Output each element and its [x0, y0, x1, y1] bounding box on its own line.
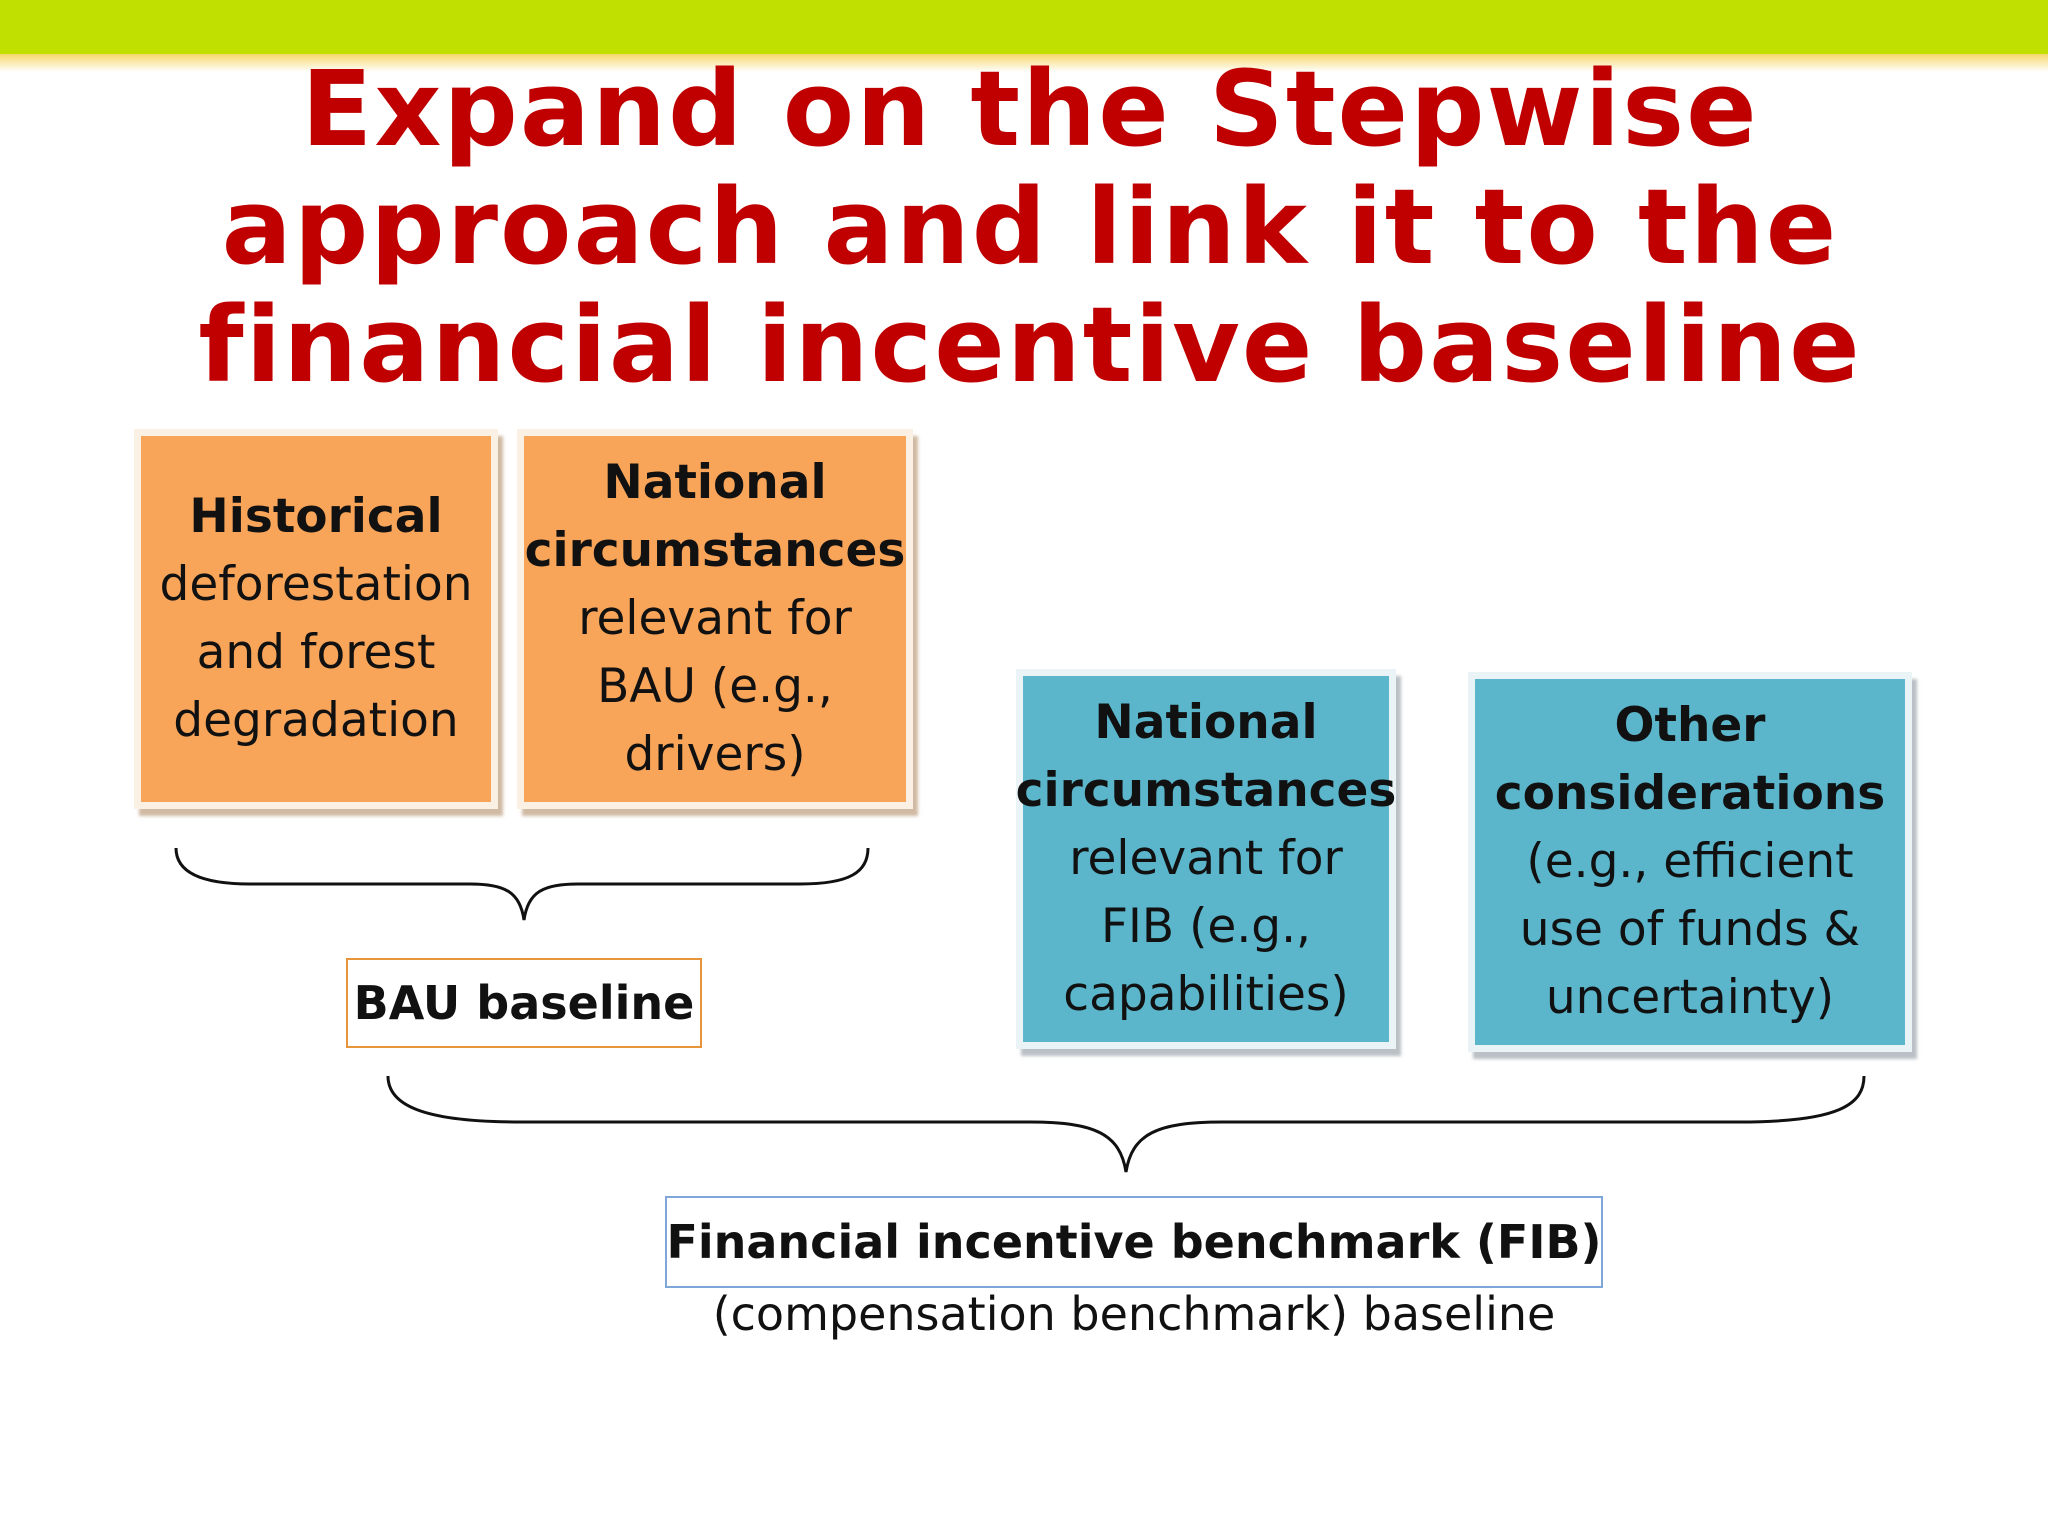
fib-brace — [386, 1075, 1866, 1173]
bau-baseline-label: BAU baseline — [346, 958, 702, 1048]
box-text: (e.g., efficient — [1526, 834, 1854, 889]
slide-title-line-2: approach and link it to the — [221, 166, 1839, 288]
box-heading: Other — [1614, 698, 1766, 753]
fib-baseline-frame — [665, 1196, 1603, 1288]
box-heading: National — [1094, 695, 1318, 750]
bau-brace — [174, 847, 870, 921]
box-text: degradation — [173, 693, 459, 748]
box-heading: considerations — [1494, 766, 1886, 821]
box-text: use of funds & — [1519, 902, 1861, 957]
box-text: relevant for — [578, 591, 852, 646]
fib-baseline-subtitle: (compensation benchmark) baseline — [712, 1287, 1556, 1341]
slide-title: Expand on the Stepwise approach and link… — [80, 50, 1980, 404]
box-heading: circumstances — [1015, 763, 1397, 818]
box-heading: circumstances — [524, 523, 906, 578]
other-considerations-box: Other considerations (e.g., efficient us… — [1468, 672, 1912, 1052]
box-text: drivers) — [624, 727, 806, 782]
box-text: FIB (e.g., — [1101, 899, 1311, 954]
slide-title-line-1: Expand on the Stepwise — [301, 48, 1759, 170]
national-circumstances-fib-box: National circumstances relevant for FIB … — [1016, 669, 1396, 1049]
box-text: and forest — [196, 625, 436, 680]
national-circumstances-bau-box: National circumstances relevant for BAU … — [517, 429, 913, 809]
fib-baseline-title: Financial incentive benchmark (FIB) — [666, 1215, 1602, 1269]
top-accent-bar-shadow — [0, 54, 2048, 72]
box-heading: Historical — [189, 489, 443, 544]
box-text: capabilities) — [1063, 967, 1349, 1022]
box-text: deforestation — [159, 557, 473, 612]
box-text: relevant for — [1069, 831, 1343, 886]
historical-deforestation-box: Historical deforestation and forest degr… — [134, 429, 498, 809]
box-text: BAU (e.g., — [597, 659, 833, 714]
box-heading: National — [603, 455, 827, 510]
box-text: uncertainty) — [1545, 970, 1835, 1025]
slide-title-line-3: financial incentive baseline — [198, 284, 1862, 406]
top-accent-bar — [0, 0, 2048, 54]
